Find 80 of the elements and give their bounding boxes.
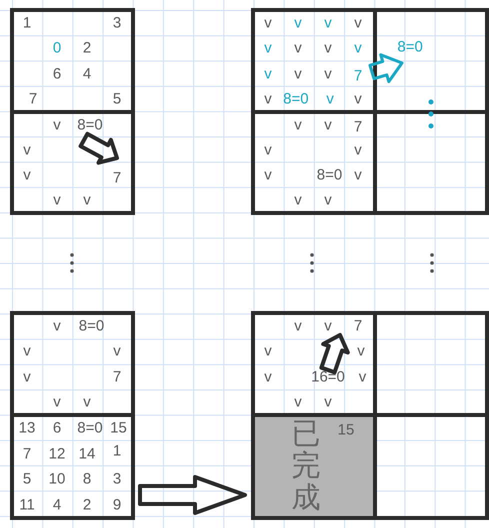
cell-value: v (83, 394, 91, 410)
cell-value: v (53, 117, 61, 132)
cell-value: v (324, 117, 332, 132)
cell-value: 3 (112, 15, 122, 30)
cell-value: 7 (22, 446, 32, 462)
cell-value: 8 (82, 472, 92, 487)
cell-value: 7 (28, 92, 38, 107)
cell-value: 7 (354, 120, 362, 135)
cell-value: v (294, 394, 302, 410)
cell-value: v (53, 318, 61, 334)
cell-value: v (294, 192, 302, 208)
cell-value: v (53, 394, 61, 410)
cell-value: 5 (22, 472, 32, 487)
cell-value: 15 (110, 420, 127, 436)
cell-value: 8=0 (78, 318, 104, 334)
cell-value: v (324, 40, 332, 56)
cell-value: v (264, 369, 272, 384)
cell-value: v (23, 344, 31, 359)
cell-value: 12 (48, 446, 66, 462)
cell-value: v (354, 40, 362, 56)
cell-value: v (324, 192, 332, 208)
cell-value: 7 (354, 318, 362, 334)
cell-value: v (354, 168, 362, 183)
cell-value: v (354, 15, 362, 30)
cell-value: 7 (354, 68, 362, 84)
cell-value: v (324, 66, 332, 82)
cell-value: v (264, 66, 272, 82)
cell-value: v (264, 142, 272, 158)
cell-value: v (326, 92, 334, 107)
cell-value: v (324, 394, 332, 410)
cell-value: v (324, 318, 332, 334)
cell-value: v (354, 92, 362, 107)
cell-value: 9 (112, 498, 122, 513)
cell-value: 11 (19, 498, 35, 513)
cell-value: 3 (112, 472, 122, 487)
cell-value: 1 (22, 15, 32, 30)
cell-value: 8=0 (397, 39, 423, 54)
cell-value: v (294, 66, 302, 82)
cell-value: v (264, 15, 272, 30)
block-arrow (138, 475, 247, 515)
cell-value: 4 (52, 498, 62, 513)
cell-value: 8=0 (77, 420, 103, 436)
cell-value: v (264, 168, 272, 183)
cell-value: v (23, 168, 31, 183)
cell-value: v (358, 369, 366, 384)
cell-value: 1 (112, 444, 122, 459)
cell-value: 2 (82, 498, 92, 513)
cell-value: v (264, 92, 272, 107)
cell-value: 7 (112, 369, 122, 384)
cell-value: 15 (338, 422, 354, 438)
status-text: 已完成 (292, 419, 320, 515)
cell-value: v (264, 40, 272, 56)
cell-value: v (324, 15, 332, 30)
cell-value: 13 (18, 420, 36, 436)
cell-value: v (294, 15, 302, 30)
cell-value: 8=0 (283, 92, 309, 107)
cell-value: 8=0 (316, 168, 342, 183)
cell-value: v (354, 142, 362, 158)
cell-value: v (83, 192, 91, 208)
cell-value: v (264, 344, 272, 359)
cell-value: v (53, 192, 61, 208)
cell-value: v (294, 117, 302, 132)
cell-value: v (113, 344, 121, 359)
cell-value: 2 (82, 40, 92, 56)
cell-value: 4 (82, 66, 92, 82)
cell-value: v (23, 369, 31, 384)
cell-value: 7 (112, 170, 122, 186)
block-arrow (368, 53, 404, 84)
cell-value: v (357, 344, 365, 359)
cell-value: v (23, 142, 31, 158)
cell-value: 0 (52, 40, 62, 56)
cell-value: 14 (78, 446, 96, 462)
cell-value: 5 (112, 92, 122, 107)
cell-value: 8=0 (77, 117, 103, 132)
cell-value: 16=0 (311, 369, 345, 384)
cell-value: 6 (52, 420, 62, 436)
cell-value: v (294, 40, 302, 56)
cell-value: v (294, 318, 302, 334)
cell-value: 6 (52, 66, 62, 82)
cell-value: 10 (48, 472, 66, 487)
